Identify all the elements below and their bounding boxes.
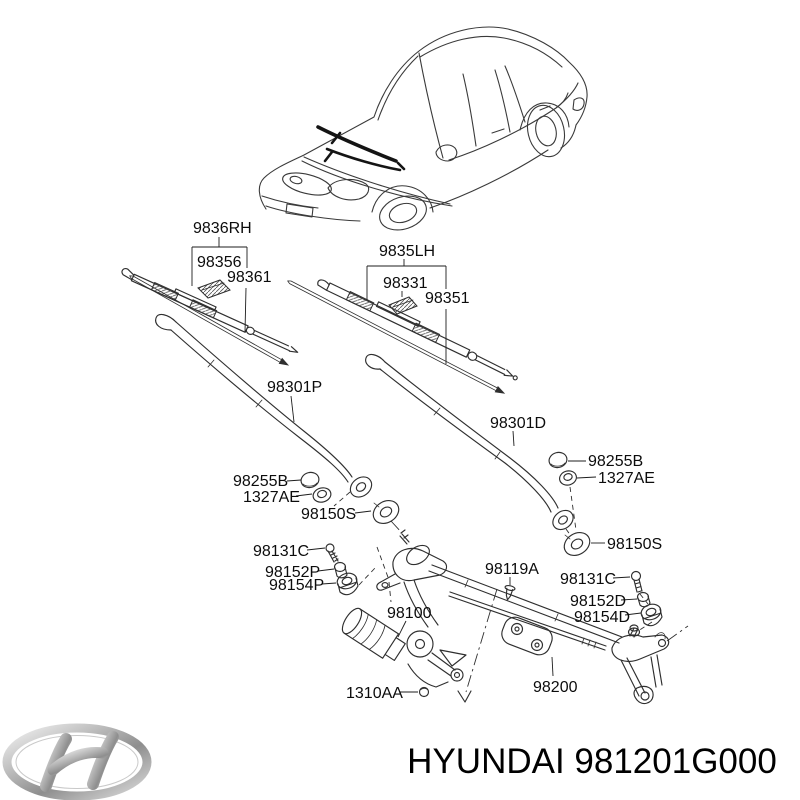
wiper-arm-lh-group	[365, 353, 574, 531]
part-label-98154p: 98154P	[269, 577, 324, 594]
linkage-group	[428, 564, 670, 705]
cowl-rivet	[504, 585, 516, 601]
wiper-motor-group	[341, 607, 467, 698]
linkage-center-plate	[501, 616, 553, 656]
construction-lines	[333, 486, 689, 703]
side-mirror	[435, 144, 458, 162]
part-label-1327ae-right: 1327AE	[598, 470, 655, 487]
pivot-cap-right	[548, 451, 568, 469]
part-label-98152d: 98152D	[570, 593, 626, 610]
wiper-arm-rh-group	[155, 313, 373, 498]
motor-screw	[418, 686, 430, 698]
mount-bolt-right	[630, 570, 643, 593]
part-label-98131c-left: 98131C	[253, 543, 309, 560]
part-label-98152p: 98152P	[265, 564, 320, 581]
part-label-1327ae-left: 1327AE	[243, 489, 300, 506]
blade-clip-rh	[197, 279, 231, 299]
blade-rubber-rh	[129, 275, 290, 366]
part-label-98200: 98200	[533, 679, 578, 696]
part-label-98331: 98331	[383, 275, 428, 292]
part-label-98150s-left: 98150S	[301, 506, 356, 523]
wiper-blade-rh-group	[121, 268, 299, 366]
hyundai-logo	[2, 723, 152, 800]
part-label-98361: 98361	[227, 269, 272, 286]
pivot-housing-left	[376, 529, 448, 628]
grommet-right	[640, 603, 663, 627]
part-label-9836rh: 9836RH	[193, 220, 252, 237]
pivot-nut-right	[559, 470, 577, 486]
linkage-right-pivot	[611, 624, 670, 662]
grille	[282, 172, 332, 196]
car-silhouette	[258, 26, 588, 210]
part-label-98301p: 98301P	[267, 379, 322, 396]
leader-lines	[191, 237, 642, 693]
part-label-98100: 98100	[387, 605, 432, 622]
part-label-98255b-right: 98255B	[588, 453, 643, 470]
arm-pivot-boss-lh	[552, 509, 574, 531]
motor-gear-housing	[406, 630, 434, 658]
blade-link-hatched	[345, 290, 375, 312]
linkage-brace	[620, 654, 663, 705]
part-label-9835lh: 9835LH	[379, 243, 435, 260]
footer-part-title: HYUNDAI 981201G000	[407, 742, 777, 781]
part-label-98150s-right: 98150S	[607, 536, 662, 553]
blade-rubber-lh	[287, 280, 506, 394]
pivot-cap-left	[300, 471, 320, 489]
footer: HYUNDAI 981201G000	[2, 723, 777, 800]
car-illustration	[258, 26, 588, 231]
pivot-right-parts	[548, 451, 663, 627]
blade-clip-lh	[388, 296, 418, 315]
blade-link-hatched	[150, 281, 180, 302]
wiper-blade-lh-group	[287, 279, 518, 394]
pivot-left-parts	[300, 471, 448, 628]
part-label-98301d: 98301D	[490, 415, 546, 432]
part-label-98356: 98356	[197, 254, 242, 271]
spacer-right	[636, 591, 651, 608]
car-wiper-blade-highlight	[316, 125, 398, 163]
part-label-98154d: 98154D	[574, 609, 630, 626]
grommet-left	[336, 572, 359, 596]
part-label-1310aa: 1310AA	[346, 685, 403, 702]
part-label-98351: 98351	[425, 290, 470, 307]
arm-pivot-boss-rh	[349, 476, 373, 498]
part-label-98119a: 98119A	[485, 561, 539, 578]
pivot-washer-right	[563, 532, 591, 556]
pivot-washer-left	[372, 500, 400, 524]
front-wheel	[379, 195, 427, 231]
headlight	[327, 179, 370, 201]
part-labels: 9836RH 98356 98361 9835LH 98331 98351 98…	[193, 220, 662, 702]
part-label-98255b-left: 98255B	[233, 473, 288, 490]
mount-bolt-left	[325, 543, 339, 563]
part-label-98131c-right: 98131C	[560, 571, 616, 588]
rear-wheel	[526, 104, 566, 158]
pivot-nut-left	[312, 487, 332, 503]
